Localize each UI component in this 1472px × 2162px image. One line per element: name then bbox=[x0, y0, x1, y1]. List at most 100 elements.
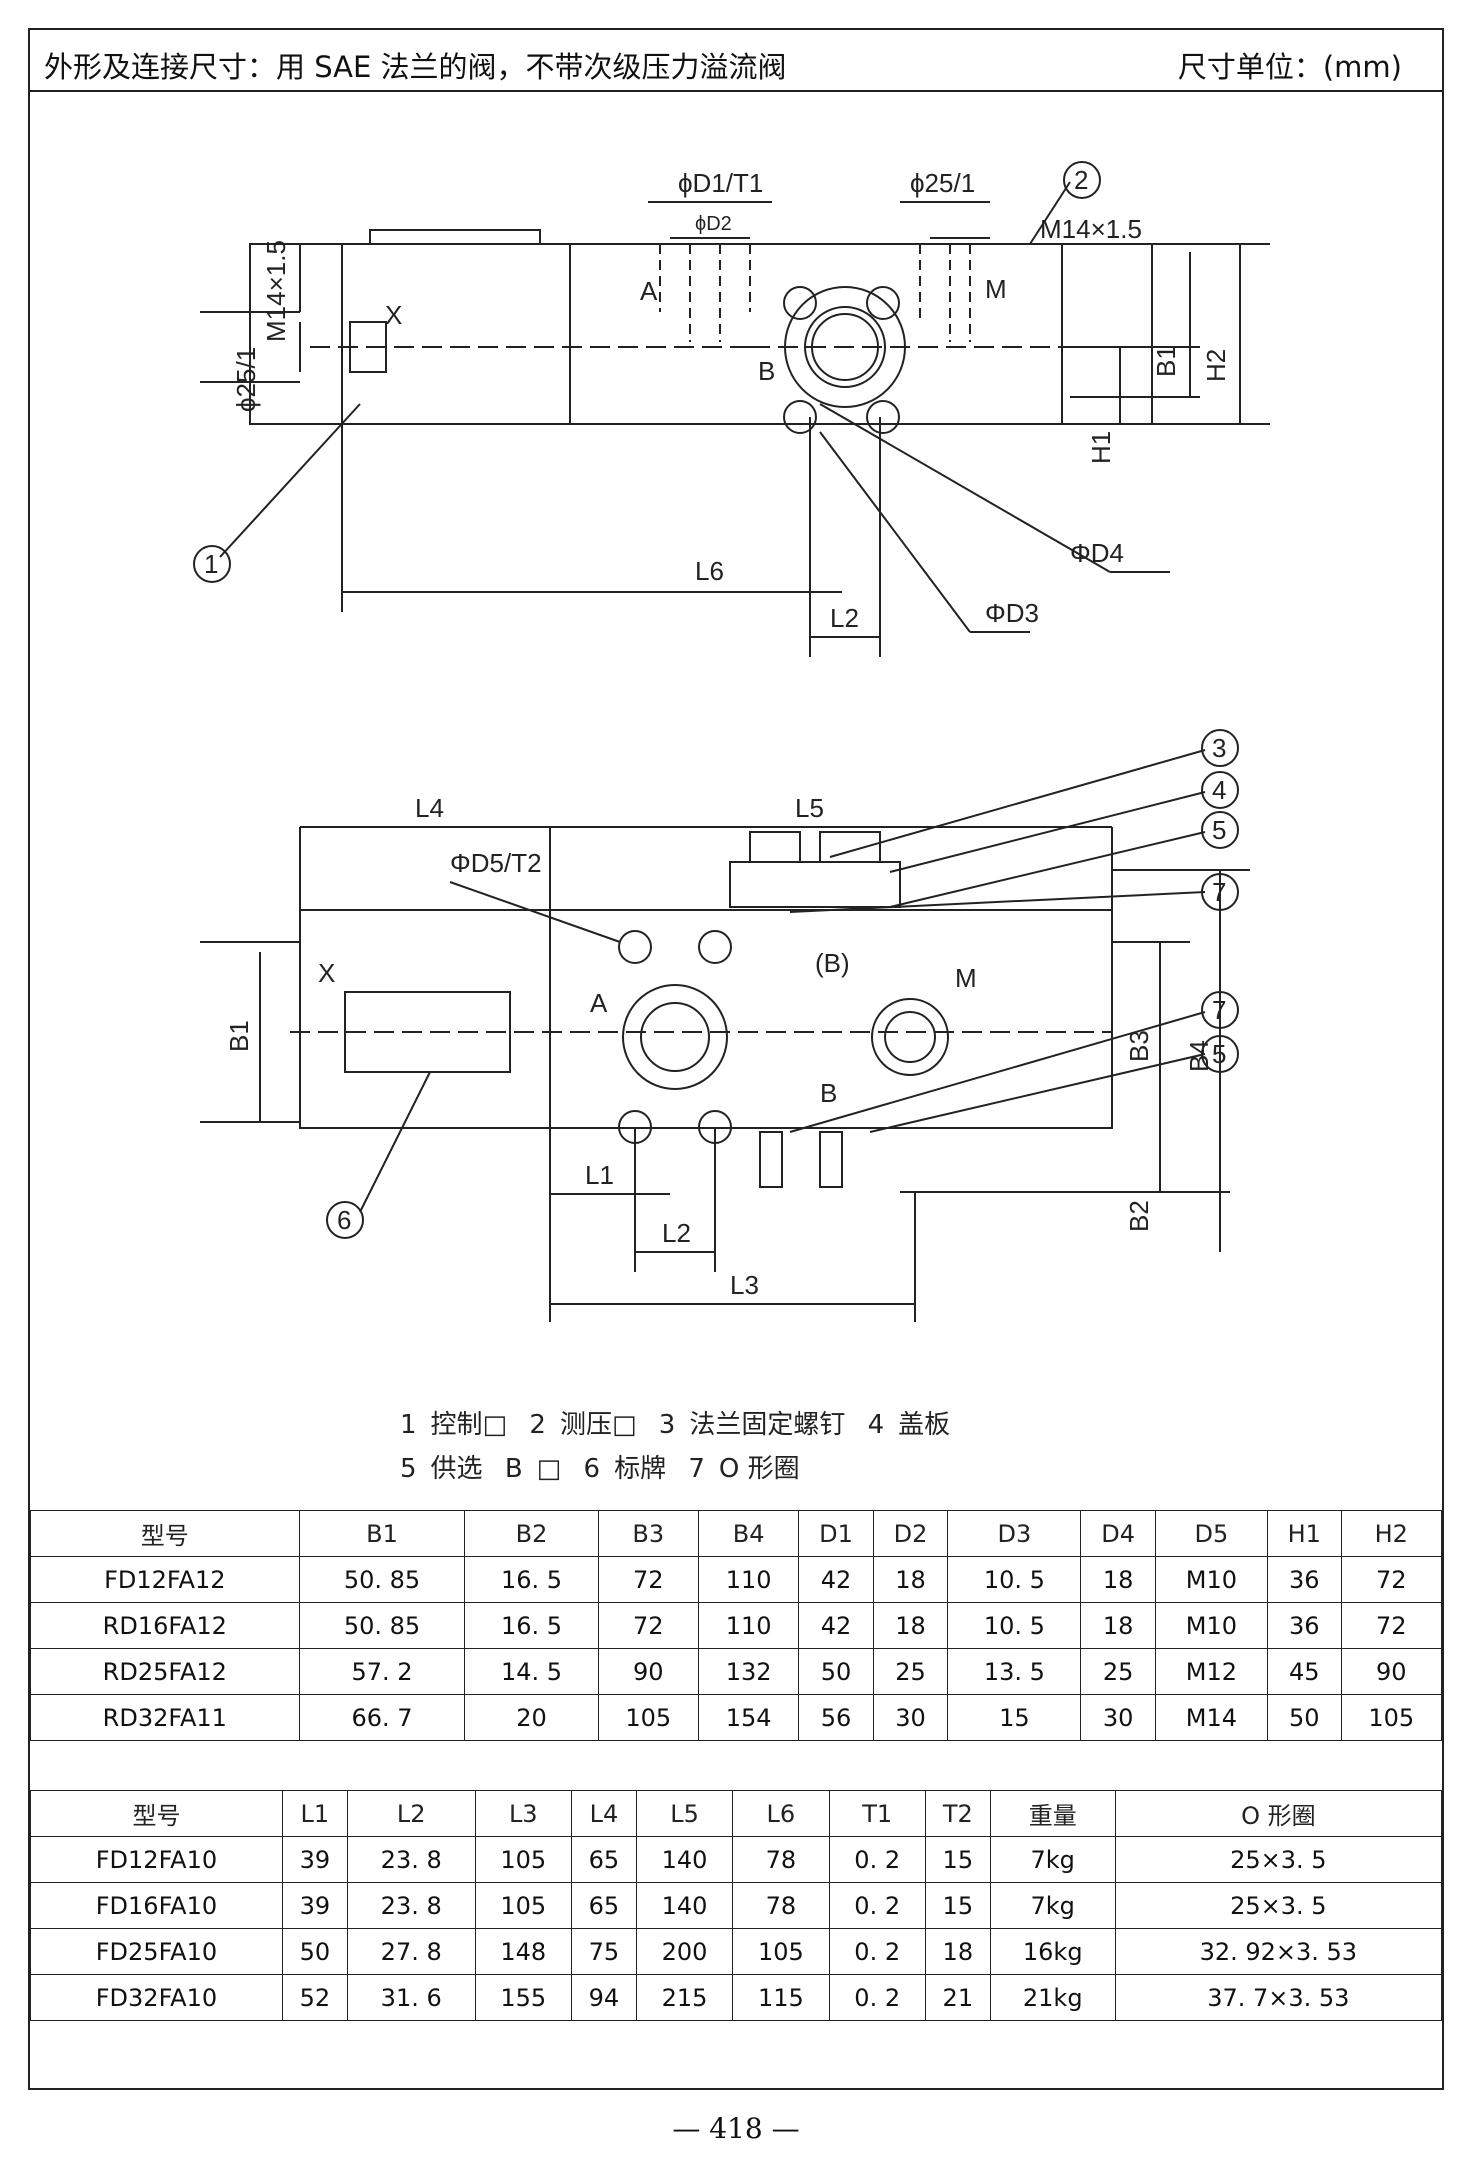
table-cell: 25×3. 5 bbox=[1114, 1882, 1443, 1929]
table-cell: 90 bbox=[1340, 1648, 1443, 1695]
table-cell: 16kg bbox=[989, 1928, 1116, 1975]
column-header: B1 bbox=[298, 1510, 466, 1557]
table-cell: 14. 5 bbox=[464, 1648, 599, 1695]
label-x-side: X bbox=[318, 958, 335, 988]
table-cell: M10 bbox=[1154, 1602, 1268, 1649]
table-cell: M10 bbox=[1154, 1556, 1268, 1603]
label-l1: L1 bbox=[585, 1160, 614, 1190]
table-cell: 56 bbox=[798, 1694, 874, 1741]
table-cell: 94 bbox=[570, 1974, 637, 2021]
unit-label: 尺寸单位：(mm) bbox=[1177, 50, 1402, 84]
table-cell: 140 bbox=[635, 1836, 734, 1883]
label-m14-right: M14×1.5 bbox=[1040, 214, 1142, 244]
table-cell: 50 bbox=[1266, 1694, 1342, 1741]
label-d2: ϕD2 bbox=[695, 213, 732, 235]
table-cell: 39 bbox=[281, 1836, 348, 1883]
table-cell: 21 bbox=[924, 1974, 991, 2021]
table-cell: FD16FA10 bbox=[30, 1882, 283, 1929]
top-view bbox=[193, 161, 1270, 657]
column-header: L3 bbox=[474, 1790, 572, 1837]
table-cell: 23. 8 bbox=[346, 1836, 476, 1883]
column-header: H2 bbox=[1340, 1510, 1443, 1557]
table-cell: 20 bbox=[464, 1694, 599, 1741]
table-cell: 72 bbox=[597, 1556, 699, 1603]
column-header: T2 bbox=[924, 1790, 991, 1837]
table-cell: 0. 2 bbox=[828, 1928, 926, 1975]
label-l2-side: L2 bbox=[662, 1218, 691, 1248]
table-cell: 0. 2 bbox=[828, 1974, 926, 2021]
label-h1: H1 bbox=[1086, 431, 1116, 464]
table-cell: 7kg bbox=[989, 1882, 1116, 1929]
label-l6: L6 bbox=[695, 556, 724, 586]
label-d4: ΦD4 bbox=[1070, 538, 1124, 568]
table-cell: M14 bbox=[1154, 1694, 1268, 1741]
label-b2: B2 bbox=[1124, 1200, 1154, 1232]
table-cell: 105 bbox=[597, 1694, 699, 1741]
table-cell: 30 bbox=[1080, 1694, 1156, 1741]
table-cell: 65 bbox=[570, 1882, 637, 1929]
column-header: T1 bbox=[828, 1790, 926, 1837]
table-cell: M12 bbox=[1154, 1648, 1268, 1695]
column-header: O 形圈 bbox=[1114, 1790, 1443, 1837]
table-cell: 50. 85 bbox=[298, 1556, 466, 1603]
label-h2: H2 bbox=[1201, 349, 1231, 382]
callout-2: 2 bbox=[1074, 165, 1088, 195]
label-d3: ΦD3 bbox=[985, 598, 1039, 628]
label-l3: L3 bbox=[730, 1270, 759, 1300]
table-cell: 50. 85 bbox=[298, 1602, 466, 1649]
table-cell: 57. 2 bbox=[298, 1648, 466, 1695]
table-cell: 30 bbox=[872, 1694, 949, 1741]
column-header: 型号 bbox=[30, 1510, 300, 1557]
column-header: L5 bbox=[635, 1790, 734, 1837]
column-header: L2 bbox=[346, 1790, 476, 1837]
callout-3: 3 bbox=[1212, 733, 1226, 763]
table-cell: 15 bbox=[924, 1836, 991, 1883]
table-cell: FD12FA12 bbox=[30, 1556, 300, 1603]
table-cell: FD12FA10 bbox=[30, 1836, 283, 1883]
label-phi25-left: ϕ25/1 bbox=[231, 347, 261, 412]
table-cell: RD16FA12 bbox=[30, 1602, 300, 1649]
table-cell: 105 bbox=[732, 1928, 830, 1975]
table-cell: 72 bbox=[597, 1602, 699, 1649]
table-cell: 215 bbox=[635, 1974, 734, 2021]
table-cell: 23. 8 bbox=[346, 1882, 476, 1929]
table-cell: 75 bbox=[570, 1928, 637, 1975]
table-cell: 36 bbox=[1266, 1602, 1342, 1649]
table-cell: 27. 8 bbox=[346, 1928, 476, 1975]
page-header: 外形及连接尺寸：用 SAE 法兰的阀，不带次级压力溢流阀 尺寸单位：(mm) bbox=[30, 30, 1442, 92]
table-cell: 155 bbox=[474, 1974, 572, 2021]
table-cell: 110 bbox=[697, 1556, 800, 1603]
table-cell: 140 bbox=[635, 1882, 734, 1929]
callout-5a: 5 bbox=[1212, 815, 1226, 845]
table-cell: 132 bbox=[697, 1648, 800, 1695]
table-cell: 18 bbox=[872, 1556, 949, 1603]
label-d1-t1: ϕD1/T1 bbox=[678, 168, 763, 198]
table-cell: FD32FA10 bbox=[30, 1974, 283, 2021]
table-cell: 45 bbox=[1266, 1648, 1342, 1695]
table-cell: 37. 7×3. 53 bbox=[1114, 1974, 1443, 2021]
table-cell: 16. 5 bbox=[464, 1556, 599, 1603]
table-cell: 7kg bbox=[989, 1836, 1116, 1883]
table-cell: 10. 5 bbox=[947, 1602, 1082, 1649]
table-cell: 0. 2 bbox=[828, 1882, 926, 1929]
label-b-paren: (B) bbox=[815, 948, 850, 978]
label-m-side: M bbox=[955, 963, 977, 993]
table-cell: 25 bbox=[872, 1648, 949, 1695]
side-view-labels: L4 L5 ΦD5/T2 X A (B) M B B1 B3 B4 B2 L1 … bbox=[224, 733, 1226, 1300]
table-cell: 50 bbox=[798, 1648, 874, 1695]
table-cell: 42 bbox=[798, 1602, 874, 1649]
label-l2-top: L2 bbox=[830, 603, 859, 633]
table-divider bbox=[30, 1740, 1442, 1741]
table-cell: FD25FA10 bbox=[30, 1928, 283, 1975]
top-view-labels: ϕD1/T1 ϕD2 ϕ25/1 M14×1.5 M14×1.5 X A B M… bbox=[204, 165, 1231, 633]
column-header: 重量 bbox=[989, 1790, 1116, 1837]
table-cell: 65 bbox=[570, 1836, 637, 1883]
table-cell: 105 bbox=[474, 1836, 572, 1883]
table-cell: 13. 5 bbox=[947, 1648, 1082, 1695]
